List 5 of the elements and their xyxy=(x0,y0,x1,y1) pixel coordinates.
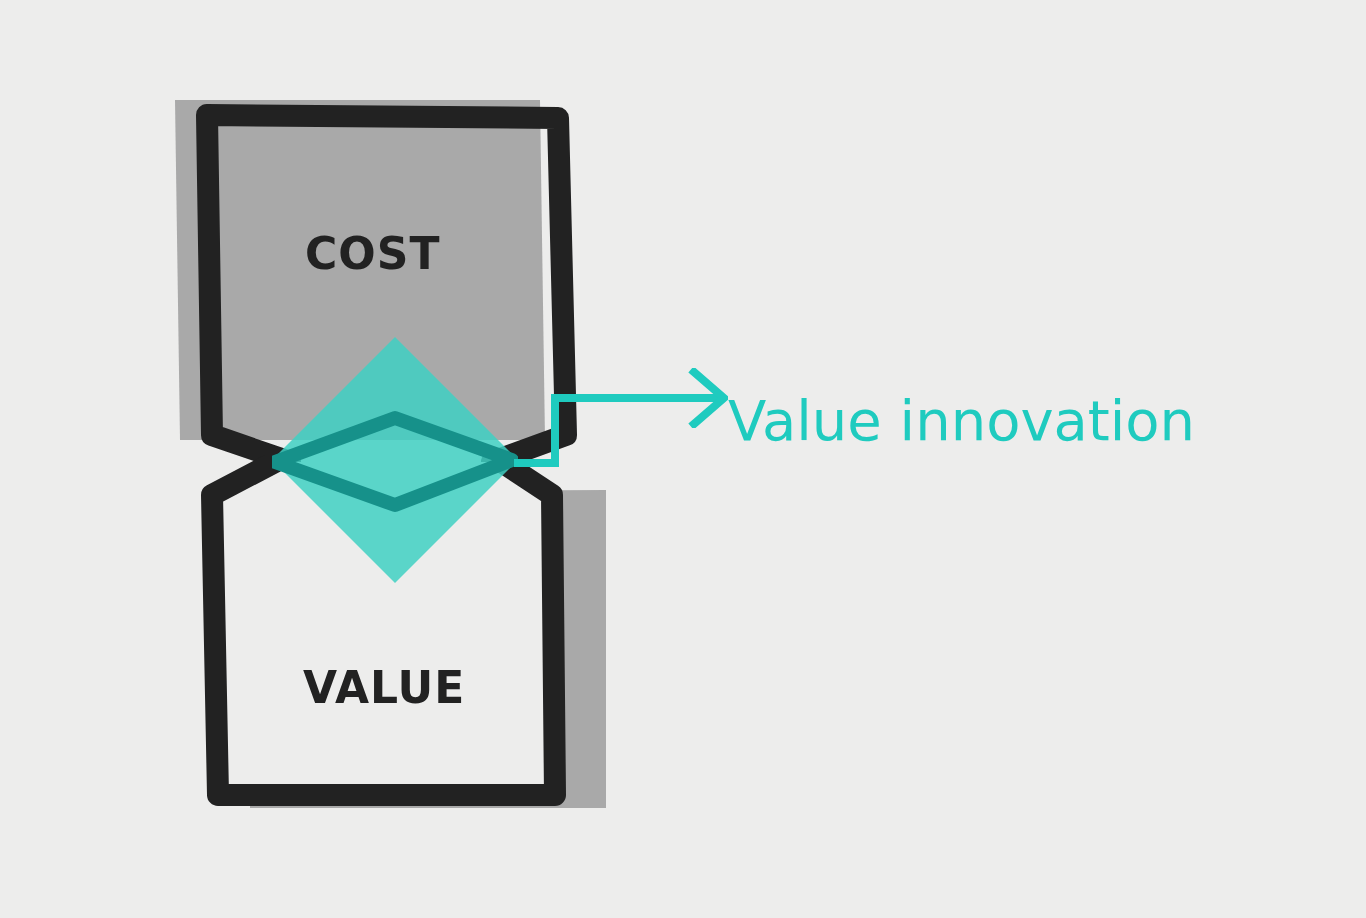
diamond-shape xyxy=(272,337,518,583)
arrow xyxy=(514,368,728,467)
callout-text: Value innovation xyxy=(728,370,1248,470)
box-label: VALUE xyxy=(303,662,466,713)
box-label: COST xyxy=(305,228,441,279)
